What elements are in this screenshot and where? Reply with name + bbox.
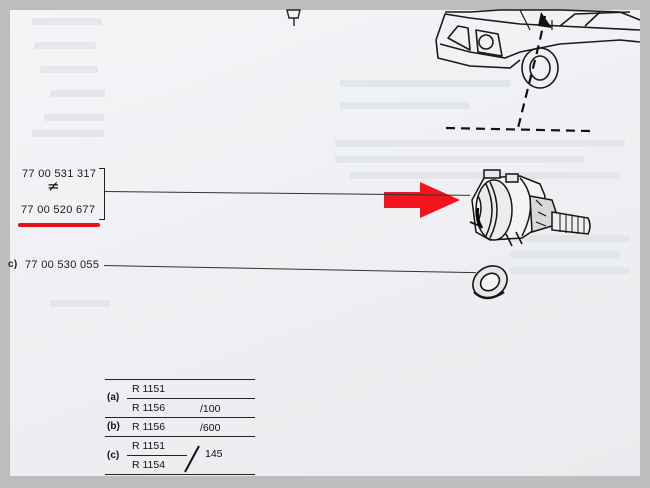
car-outline-icon <box>435 9 641 89</box>
table-rule <box>105 436 255 437</box>
model-suffix: 145 <box>205 448 223 460</box>
dimmer-switch-icon <box>469 169 591 247</box>
table-rule <box>105 379 255 380</box>
red-arrow-icon <box>384 182 460 218</box>
part-number-label: 77 00 530 055 <box>25 259 100 271</box>
legend-key: (a) <box>107 392 120 403</box>
washer-icon <box>472 265 508 300</box>
bleed-through-line <box>335 156 585 163</box>
bleed-through-line <box>32 130 104 137</box>
part-key-label: c) <box>8 259 18 270</box>
table-rule <box>105 474 255 475</box>
bleed-through-line <box>510 235 630 242</box>
model-suffix: /600 <box>200 422 221 434</box>
not-equal-symbol: ≠ <box>47 177 60 195</box>
bleed-through-line <box>50 300 110 307</box>
model-code: R 1156 <box>132 421 166 433</box>
bracket <box>99 168 105 220</box>
bleed-through-line <box>340 102 470 109</box>
bleed-through-line <box>50 90 105 97</box>
bleed-through-line <box>44 114 104 121</box>
pointer-arrowhead-icon <box>538 12 552 28</box>
part-number-label: 77 00 520 677 <box>21 204 96 216</box>
model-code: R 1151 <box>132 440 166 452</box>
dashed-pointer <box>445 15 591 133</box>
bleed-through-line <box>32 18 102 25</box>
red-highlight-underline <box>18 223 100 227</box>
model-code: R 1156 <box>132 402 166 414</box>
bleed-through-line <box>40 66 98 73</box>
legend-key: (c) <box>107 450 120 461</box>
table-rule <box>105 417 255 418</box>
bleed-through-line <box>335 140 625 147</box>
part-number-label: 77 00 531 317 <box>22 168 97 180</box>
legend-key: (b) <box>107 421 120 432</box>
model-code: R 1154 <box>132 459 166 471</box>
model-suffix: /100 <box>200 403 221 415</box>
bleed-through-line <box>510 251 620 258</box>
table-rule <box>127 398 255 399</box>
model-code: R 1151 <box>132 383 166 395</box>
bleed-through-line <box>510 267 630 274</box>
bleed-through-line <box>340 80 510 87</box>
bleed-through-line <box>34 42 96 49</box>
bulb-fragment-icon <box>286 9 301 26</box>
table-rule <box>127 455 187 456</box>
